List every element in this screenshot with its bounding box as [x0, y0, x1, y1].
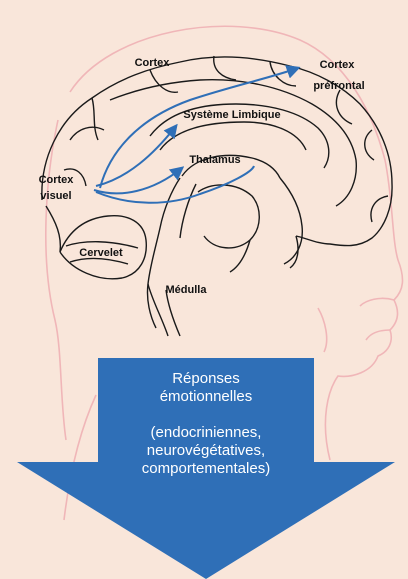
- label-cortex-visuel-line1: Cortex: [39, 174, 75, 186]
- arrow-visual-to-thalamus: [94, 168, 182, 193]
- response-title-line2: émotionnelles: [96, 388, 316, 406]
- arrow-thalamus-loop: [96, 166, 254, 203]
- label-cortex-visuel-line2: visuel: [40, 190, 71, 202]
- label-cervelet: Cervelet: [79, 247, 123, 259]
- response-detail-line1: (endocriniennes,: [96, 424, 316, 442]
- label-medulla: Médulla: [166, 284, 208, 296]
- response-title-line1: Réponses: [96, 370, 316, 388]
- pathway-arrows: [94, 68, 298, 203]
- response-detail-line3: comportementales): [96, 460, 316, 478]
- label-cortex-prefrontal-line2: préfrontal: [313, 80, 364, 92]
- response-text: Réponses émotionnelles (endocriniennes, …: [96, 370, 316, 478]
- label-thalamus: Thalamus: [189, 154, 240, 166]
- response-gap: [96, 406, 316, 424]
- arrow-visual-to-limbic: [96, 126, 176, 186]
- label-cortex-prefrontal-line1: Cortex: [320, 59, 356, 71]
- response-detail-line2: neurovégétatives,: [96, 442, 316, 460]
- label-cortex: Cortex: [135, 57, 171, 69]
- label-systeme-limbique: Système Limbique: [183, 109, 280, 121]
- brain-outline: [42, 56, 392, 336]
